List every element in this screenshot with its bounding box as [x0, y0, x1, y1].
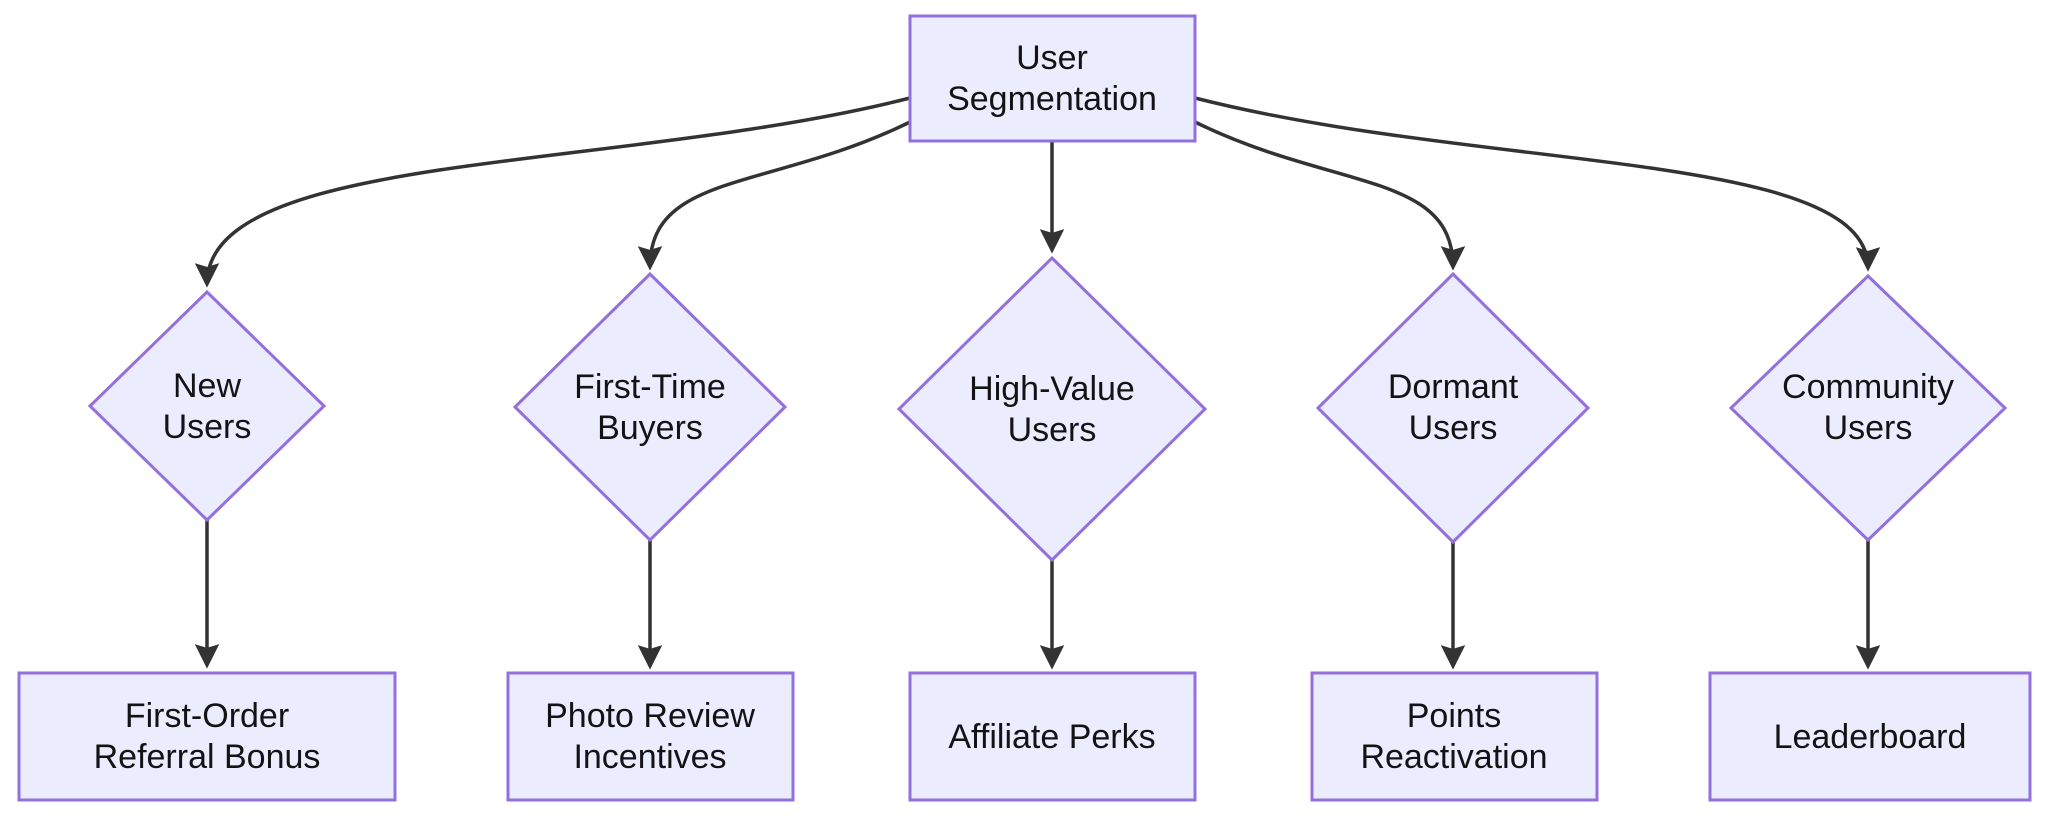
node-label-line: Users [1008, 411, 1097, 449]
node-high-value-users-diamond [896, 255, 1208, 563]
node-photo-review-incentives-box [506, 671, 795, 802]
node-label-line: New [173, 367, 241, 405]
node-user-segmentation-box [908, 14, 1197, 143]
node-label-line: Users [1409, 409, 1498, 447]
node-label-line: Buyers [597, 409, 703, 447]
node-community-users-diamond [1728, 273, 2008, 543]
node-community-users: Community Users [1728, 273, 2008, 543]
edge-root-to-dormant-users [1194, 120, 1466, 271]
node-label-line: Points [1407, 697, 1502, 735]
node-label-line: First-Order [125, 697, 289, 735]
node-new-users: New Users [87, 289, 327, 523]
node-points-reactivation-box [1310, 671, 1599, 802]
node-user-segmentation: User Segmentation [908, 14, 1197, 143]
node-label-line: Segmentation [947, 80, 1157, 118]
node-label-line: Dormant [1388, 368, 1519, 406]
node-dormant-users: Dormant Users [1315, 271, 1591, 545]
node-new-users-diamond [87, 289, 327, 523]
edges-segments-to-actions [194, 520, 1881, 670]
node-first-order-referral-bonus: First-Order Referral Bonus [17, 671, 397, 802]
node-label-line: Leaderboard [1774, 718, 1967, 756]
node-label-line: Incentives [573, 738, 726, 776]
node-dormant-users-diamond [1315, 271, 1591, 545]
node-label-line: User [1016, 39, 1088, 77]
edge-root-to-new-users [194, 96, 911, 288]
node-leaderboard-box [1708, 671, 2032, 802]
node-leaderboard: Leaderboard [1708, 671, 2032, 802]
node-affiliate-perks-box [908, 671, 1197, 802]
node-first-order-referral-bonus-box [17, 671, 397, 802]
node-label-line: Users [163, 408, 252, 446]
node-label-line: Reactivation [1360, 738, 1547, 776]
node-label-line: Community [1782, 368, 1954, 406]
edge-root-to-first-time-buyers [637, 120, 911, 271]
node-first-time-buyers: First-Time Buyers [512, 271, 788, 543]
node-first-time-buyers-diamond [512, 271, 788, 543]
node-affiliate-perks: Affiliate Perks [908, 671, 1197, 802]
node-points-reactivation: Points Reactivation [1310, 671, 1599, 802]
node-label-line: Photo Review [545, 697, 755, 735]
node-photo-review-incentives: Photo Review Incentives [506, 671, 795, 802]
node-label-line: High-Value [969, 370, 1135, 408]
node-label-line: First-Time [574, 368, 726, 406]
edges-root-to-segments [194, 96, 1881, 288]
node-label-line: Affiliate Perks [948, 718, 1155, 756]
node-label-line: Users [1824, 409, 1913, 447]
node-label-line: Referral Bonus [94, 738, 321, 776]
node-high-value-users: High-Value Users [896, 255, 1208, 563]
edge-root-to-community-users [1194, 96, 1881, 272]
